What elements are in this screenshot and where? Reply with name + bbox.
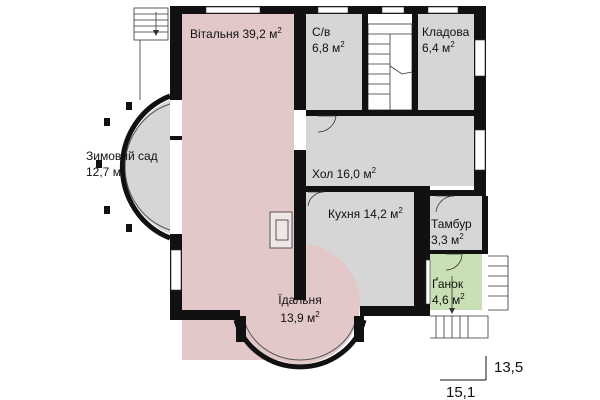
- room-fill-idalnia: [240, 244, 360, 364]
- bay-mullions-garden: [96, 102, 132, 232]
- door-swings: [307, 115, 463, 271]
- bay-mullions-dining: [236, 316, 364, 342]
- dimension-width: 15,1: [446, 384, 475, 400]
- room-label-zymovyi-sad: Зимовий сад 12,7 м2: [86, 149, 161, 179]
- bay-window-garden: [119, 93, 171, 241]
- room-fill-khol: [306, 116, 474, 186]
- room-label-idalnia: Їдальня: [278, 293, 321, 307]
- room-label-kladova: Кладова 6,4 м2: [422, 25, 473, 55]
- room-fill-kladova: [418, 14, 474, 110]
- room-label-vitalnia: Вітальня 39,2 м2: [190, 26, 282, 41]
- porch-arrow: [449, 276, 455, 314]
- room-label-kukhnia: Кухня 14,2 м2: [328, 206, 403, 221]
- room-area-idalnia: 13,9 м2: [280, 310, 320, 325]
- exterior-stairs-top: [133, 7, 169, 100]
- room-label-sv: С/в 6,8 м2: [312, 25, 345, 55]
- stair-arrow-top: [153, 12, 159, 36]
- interior-stairwell: [367, 23, 413, 111]
- room-fill-ganok: [430, 254, 482, 310]
- fireplace: [269, 211, 293, 249]
- room-fill-sv: [306, 14, 362, 110]
- door-openings: [170, 110, 306, 186]
- windows: [170, 6, 486, 305]
- dimension-depth: 13,5: [494, 359, 523, 376]
- bay-window-dining: [233, 319, 367, 370]
- dimension-marker: [440, 356, 487, 381]
- porch-stairs: [430, 255, 509, 339]
- room-label-ganok: Ґанок 4,6 м2: [432, 276, 466, 307]
- room-label-tambur: Тамбур 3,3 м2: [431, 217, 475, 247]
- room-label-khol: Хол 16,0 м2: [312, 166, 377, 181]
- room-fill-zymovyi-sad: [125, 100, 170, 234]
